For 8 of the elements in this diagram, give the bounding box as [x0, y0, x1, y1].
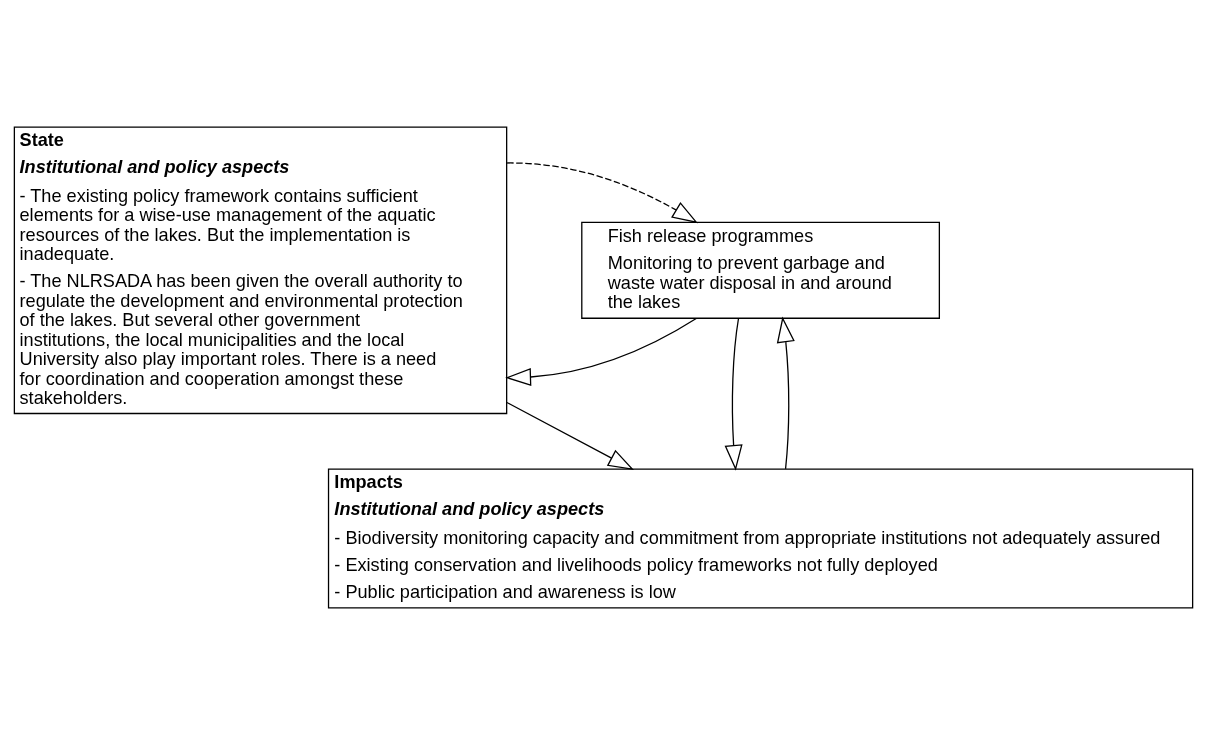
node-box: Fish release programmes Monitoring to prevent garbage and waste water disposal in and around the lakes [581, 221, 940, 319]
arrow [505, 317, 697, 386]
arrow [506, 401, 634, 470]
arrow [776, 316, 795, 469]
node-box: State Institutional and policy aspects - The existing policy framework contains sufficient elements for a wise-use management of the aquatic resources of the lakes. But the implementation is inadequate. - The NLRSADA has been given the overall authority to regulate the development and environmental protection of the lakes. But several other government institutions, the local municipalities and the local University also play important roles. There is a need for coordination and cooperation amongst these stakeholders. [13, 126, 508, 414]
node-box: Impacts Institutional and policy aspects - Biodiversity monitoring capacity and commitment from appropriate institutions not adequately assured - Existing conservation and livelihoods policy frameworks not fully deployed - Public participation and awareness is low [327, 468, 1194, 608]
arrow [724, 317, 743, 471]
arrow [506, 161, 698, 223]
